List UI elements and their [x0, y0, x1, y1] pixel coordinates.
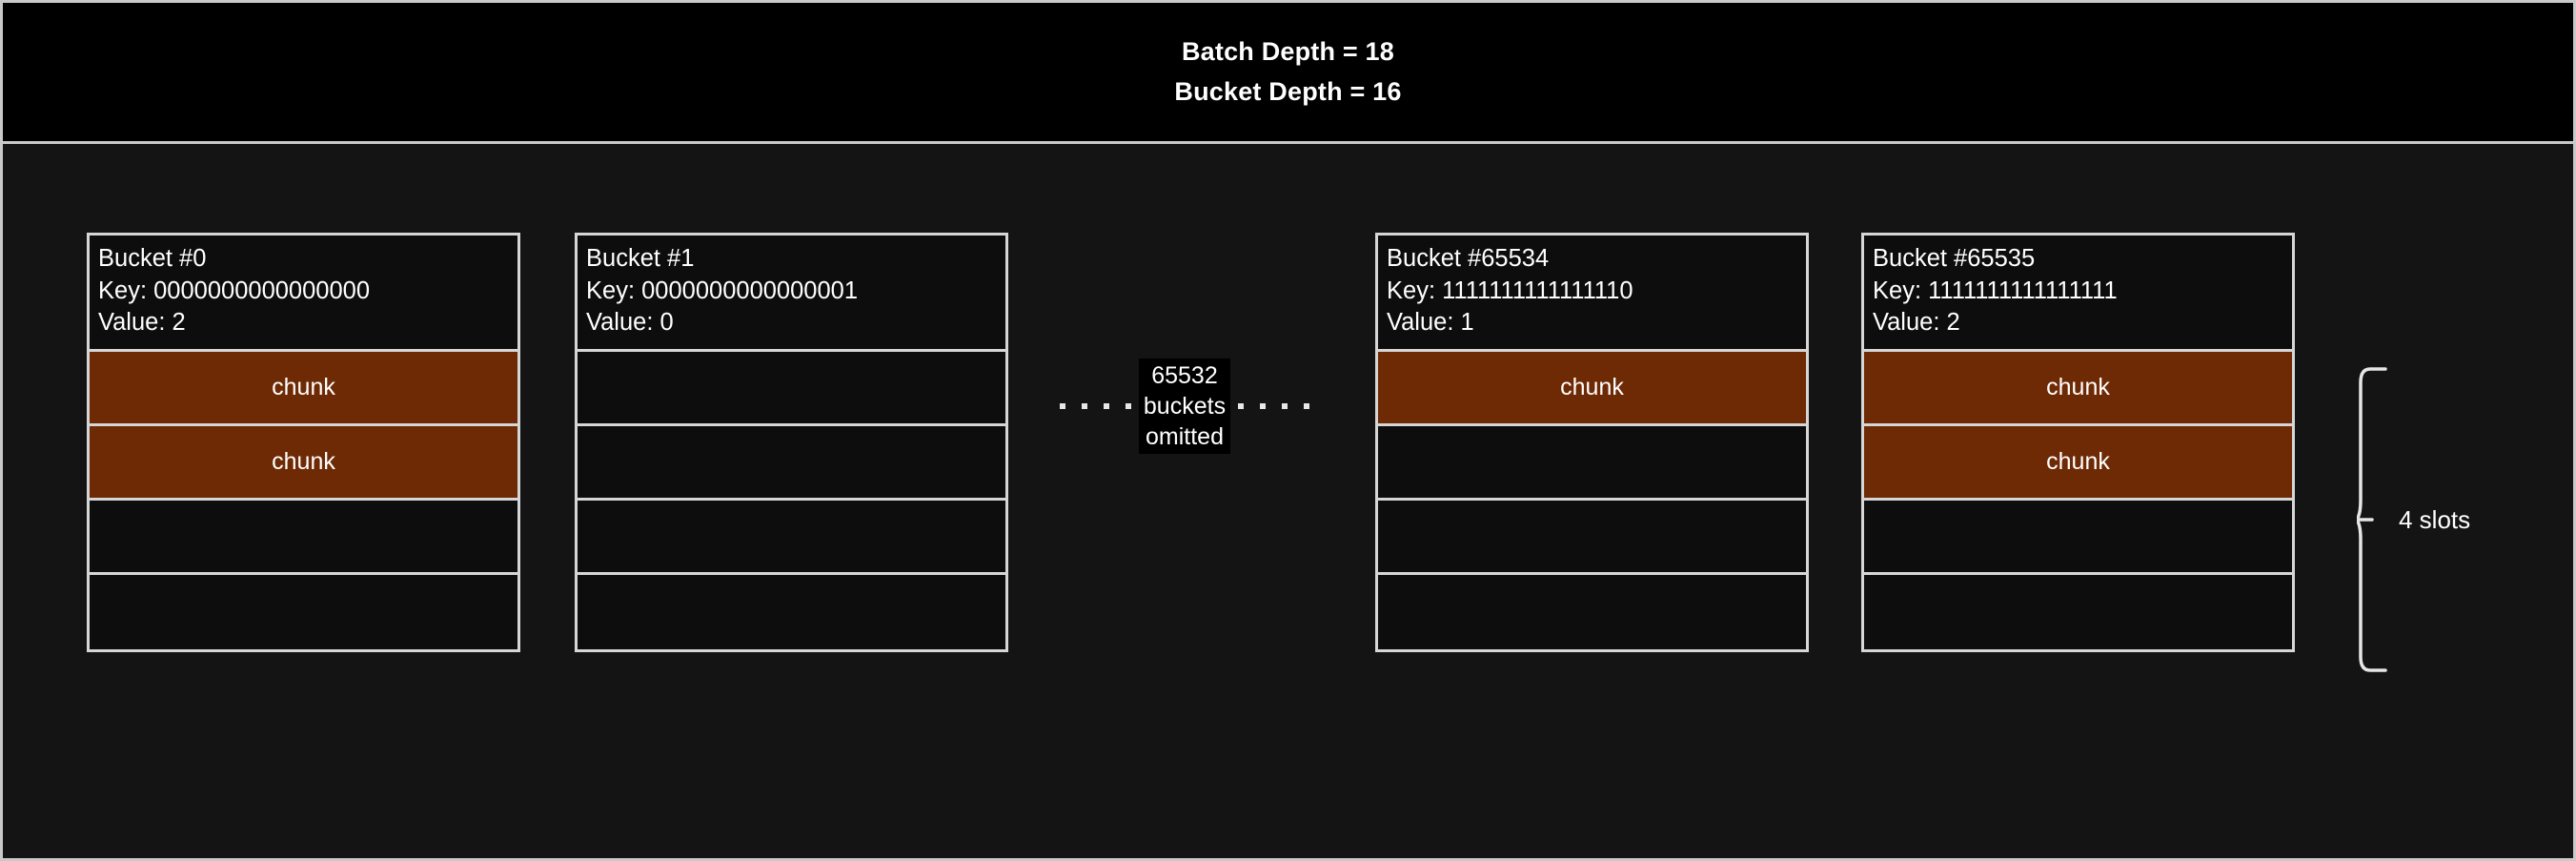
- dot-icon: [1081, 403, 1087, 409]
- curly-brace-icon: [2357, 367, 2387, 672]
- slot-label: chunk: [272, 373, 335, 400]
- bucket-title-65535: Bucket #65535: [1873, 245, 2036, 272]
- bucket-key-65534: Key: 1111111111111110: [1387, 277, 1633, 304]
- dot-icon: [1059, 403, 1065, 409]
- omitted-buckets-marker: 65532 buckets omitted: [1032, 354, 1337, 459]
- bucket-title-65534: Bucket #65534: [1387, 245, 1550, 272]
- bucket-slots-65534: chunk: [1378, 351, 1806, 649]
- slot-row[interactable]: chunk: [1864, 425, 2292, 501]
- slot-row[interactable]: [578, 351, 1005, 426]
- bucket-value-0: Value: 2: [98, 309, 186, 337]
- dot-icon: [1304, 403, 1310, 409]
- bucket-card-0[interactable]: Bucket #0 Key: 0000000000000000 Value: 2…: [87, 233, 520, 652]
- slot-label: chunk: [1560, 373, 1624, 400]
- bucket-slots-1: [578, 351, 1005, 649]
- bucket-header-1: Bucket #1 Key: 0000000000000001 Value: 0: [578, 236, 1005, 352]
- slot-label: chunk: [2046, 373, 2110, 400]
- slot-row[interactable]: [1864, 500, 2292, 575]
- slot-row[interactable]: chunk: [1378, 351, 1806, 426]
- slots-annotation: 4 slots: [2357, 367, 2566, 672]
- slot-row[interactable]: [1378, 500, 1806, 575]
- bucket-card-65535[interactable]: Bucket #65535 Key: 1111111111111111 Valu…: [1861, 233, 2295, 652]
- bucket-value-65535: Value: 2: [1873, 309, 1960, 337]
- slot-row[interactable]: [578, 500, 1005, 575]
- dot-icon: [1125, 403, 1131, 409]
- bucket-title-0: Bucket #0: [98, 245, 207, 272]
- bucket-value-1: Value: 0: [586, 309, 674, 337]
- slot-row[interactable]: [90, 574, 517, 649]
- slot-row[interactable]: [1378, 425, 1806, 501]
- bucket-slots-0: chunk chunk: [90, 351, 517, 649]
- slot-row[interactable]: [578, 425, 1005, 501]
- bucket-value-65534: Value: 1: [1387, 309, 1474, 337]
- slot-row[interactable]: chunk: [1864, 351, 2292, 426]
- slots-count-label: 4 slots: [2399, 504, 2471, 534]
- bucket-header-0: Bucket #0 Key: 0000000000000000 Value: 2: [90, 236, 517, 352]
- slot-row[interactable]: chunk: [90, 425, 517, 501]
- bucket-key-0: Key: 0000000000000000: [98, 277, 371, 304]
- slot-label: chunk: [2046, 447, 2110, 475]
- dotted-leader-right: [1230, 403, 1317, 409]
- slot-row[interactable]: [578, 574, 1005, 649]
- bucket-card-1[interactable]: Bucket #1 Key: 0000000000000001 Value: 0: [575, 233, 1008, 652]
- slot-row[interactable]: [1864, 574, 2292, 649]
- dot-icon: [1103, 403, 1109, 409]
- bucket-title-1: Bucket #1: [586, 245, 695, 272]
- omitted-count: 65532: [1151, 362, 1218, 389]
- omitted-count-box: 65532 buckets omitted: [1138, 359, 1231, 454]
- bucket-header-65535: Bucket #65535 Key: 1111111111111111 Valu…: [1864, 236, 2292, 352]
- dot-icon: [1260, 403, 1267, 409]
- bucket-key-65535: Key: 1111111111111111: [1873, 277, 2118, 304]
- batch-depth-label: Batch Depth = 18: [1181, 37, 1394, 67]
- dot-icon: [1282, 403, 1288, 409]
- bucket-depth-label: Bucket Depth = 16: [1174, 76, 1402, 106]
- slot-row[interactable]: [90, 500, 517, 575]
- slot-row[interactable]: chunk: [90, 351, 517, 426]
- slot-label: chunk: [272, 447, 335, 475]
- diagram-header: Batch Depth = 18 Bucket Depth = 16: [3, 3, 2573, 144]
- bucket-key-1: Key: 0000000000000001: [586, 277, 859, 304]
- dotted-leader-left: [1052, 403, 1139, 409]
- dot-icon: [1238, 403, 1245, 409]
- omitted-state: omitted: [1146, 423, 1224, 450]
- slot-row[interactable]: [1378, 574, 1806, 649]
- bucket-slots-65535: chunk chunk: [1864, 351, 2292, 649]
- bucket-card-65534[interactable]: Bucket #65534 Key: 1111111111111110 Valu…: [1375, 233, 1809, 652]
- bucket-header-65534: Bucket #65534 Key: 1111111111111110 Valu…: [1378, 236, 1806, 352]
- omitted-word: buckets: [1143, 393, 1227, 420]
